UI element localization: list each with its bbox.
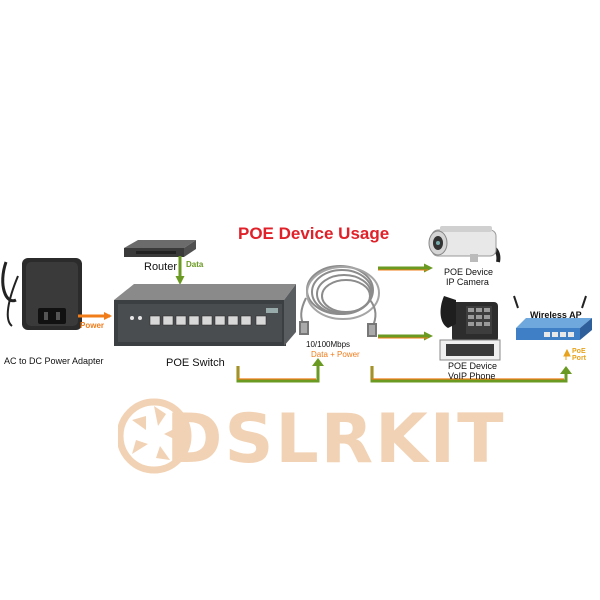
cable-desc-label: Data + Power (311, 350, 360, 359)
ethernet-cable-icon (299, 265, 380, 337)
adapter-label: AC to DC Power Adapter (4, 356, 104, 366)
switch-label: POE Switch (166, 357, 225, 369)
wireless-ap-icon (513, 295, 592, 340)
to-wireless-ap-connector (370, 366, 572, 383)
power-adapter-icon (1, 258, 82, 330)
poe-port-label: PoE Port (572, 348, 586, 362)
router-label: Router (144, 261, 178, 273)
watermark-logo: DSLRKIT (118, 392, 504, 480)
camera-label-line2: IP Camera (446, 277, 489, 287)
voip-phone-icon (439, 296, 501, 361)
phone-label-line2: VoIP Phone (448, 371, 496, 381)
aperture-logo-icon (118, 398, 192, 474)
cable-speed-label: 10/100Mbps (306, 340, 351, 349)
poe-port-arrow (563, 348, 571, 360)
router-icon (124, 240, 196, 257)
watermark-text: DSLRKIT (166, 400, 506, 479)
phone-label-line1: POE Device (448, 361, 498, 371)
ip-camera-icon (428, 226, 501, 263)
power-label: Power (80, 321, 105, 330)
ap-label: Wireless AP (530, 310, 582, 320)
diagram-title: POE Device Usage (238, 224, 390, 243)
switch-to-cable-connector (236, 358, 324, 383)
camera-label-line1: POE Device (444, 267, 494, 277)
data-label: Data (186, 260, 204, 269)
poe-switch-icon (114, 284, 296, 346)
